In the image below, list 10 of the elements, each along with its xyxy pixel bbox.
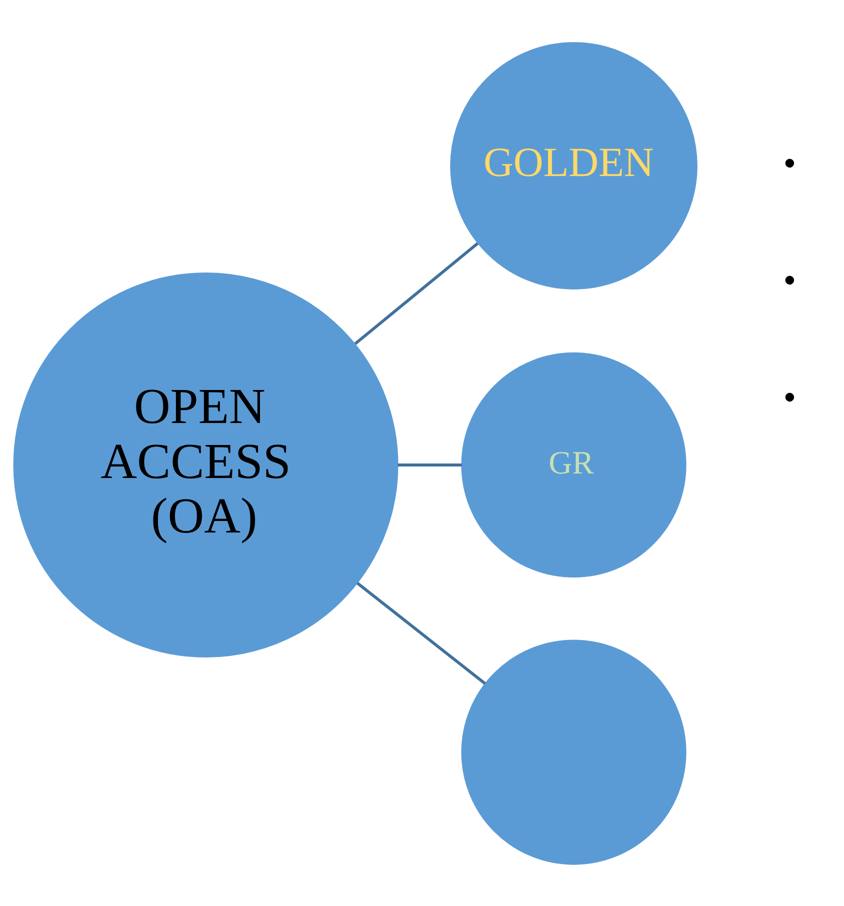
node-circle: GOLDEN	[450, 42, 698, 289]
connector	[356, 581, 486, 684]
label: •	[784, 262, 796, 298]
label: •	[784, 144, 796, 181]
node-circle: GR	[461, 352, 686, 578]
label: •	[784, 378, 796, 415]
node-circle	[461, 639, 686, 864]
connector	[398, 463, 462, 466]
node-circle: OPEN ACCESS (OA)	[13, 272, 398, 657]
connector	[354, 242, 479, 344]
